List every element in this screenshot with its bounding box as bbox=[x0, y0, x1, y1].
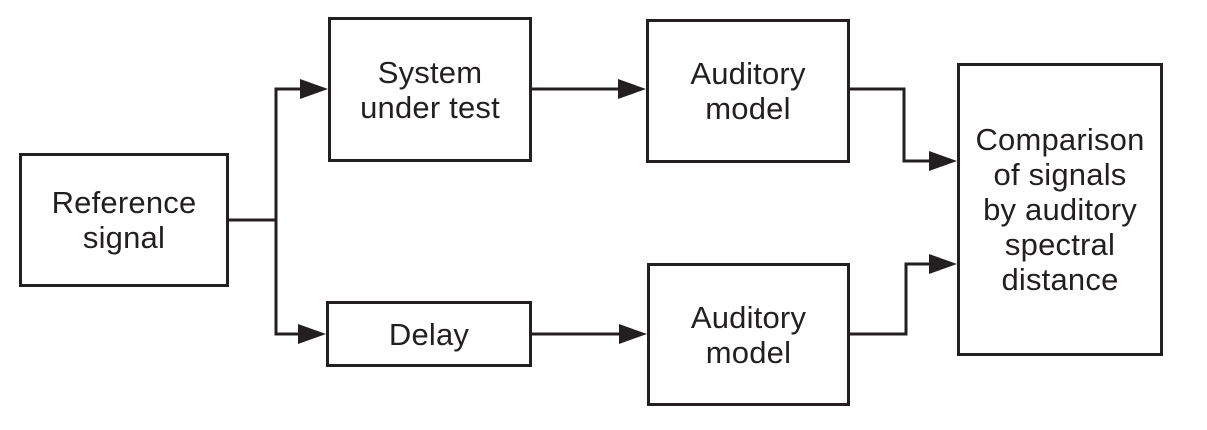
edge-reference-to-system-under-test bbox=[300, 79, 328, 99]
node-auditory-model-bottom-label: Auditory model bbox=[690, 299, 807, 370]
node-comparison-label: Comparison of signals by auditory spectr… bbox=[975, 122, 1145, 297]
edge-delay-to-auditory-model-bottom bbox=[531, 324, 647, 344]
edge-reference-to-delay bbox=[298, 324, 326, 344]
arrowhead-into-system-under-test bbox=[300, 79, 328, 99]
node-reference-signal-label: Reference signal bbox=[51, 185, 197, 255]
edge-auditory-model-top-to-comparison bbox=[849, 87, 957, 171]
arrowhead-top-into-comparison bbox=[929, 151, 957, 171]
arrowhead-into-delay bbox=[298, 324, 326, 344]
edge-auditory-model-bottom-to-comparison bbox=[849, 254, 957, 336]
node-system-under-test-label: System under test bbox=[360, 54, 500, 125]
node-comparison: Comparison of signals by auditory spectr… bbox=[957, 63, 1163, 356]
node-delay-label: Delay bbox=[388, 316, 470, 352]
node-system-under-test: System under test bbox=[328, 17, 532, 162]
edge-system-under-test-to-auditory-model-top bbox=[531, 79, 646, 99]
arrowhead-into-auditory-model-top bbox=[618, 79, 646, 99]
arrowhead-bottom-into-comparison bbox=[929, 254, 957, 274]
node-auditory-model-bottom: Auditory model bbox=[647, 263, 850, 406]
node-auditory-model-top-label: Auditory model bbox=[690, 56, 806, 126]
edge-reference-branch bbox=[228, 87, 303, 336]
node-auditory-model-top: Auditory model bbox=[646, 19, 850, 163]
node-delay: Delay bbox=[326, 301, 532, 367]
node-reference-signal: Reference signal bbox=[19, 153, 229, 287]
arrowhead-into-auditory-model-bottom bbox=[619, 324, 647, 344]
